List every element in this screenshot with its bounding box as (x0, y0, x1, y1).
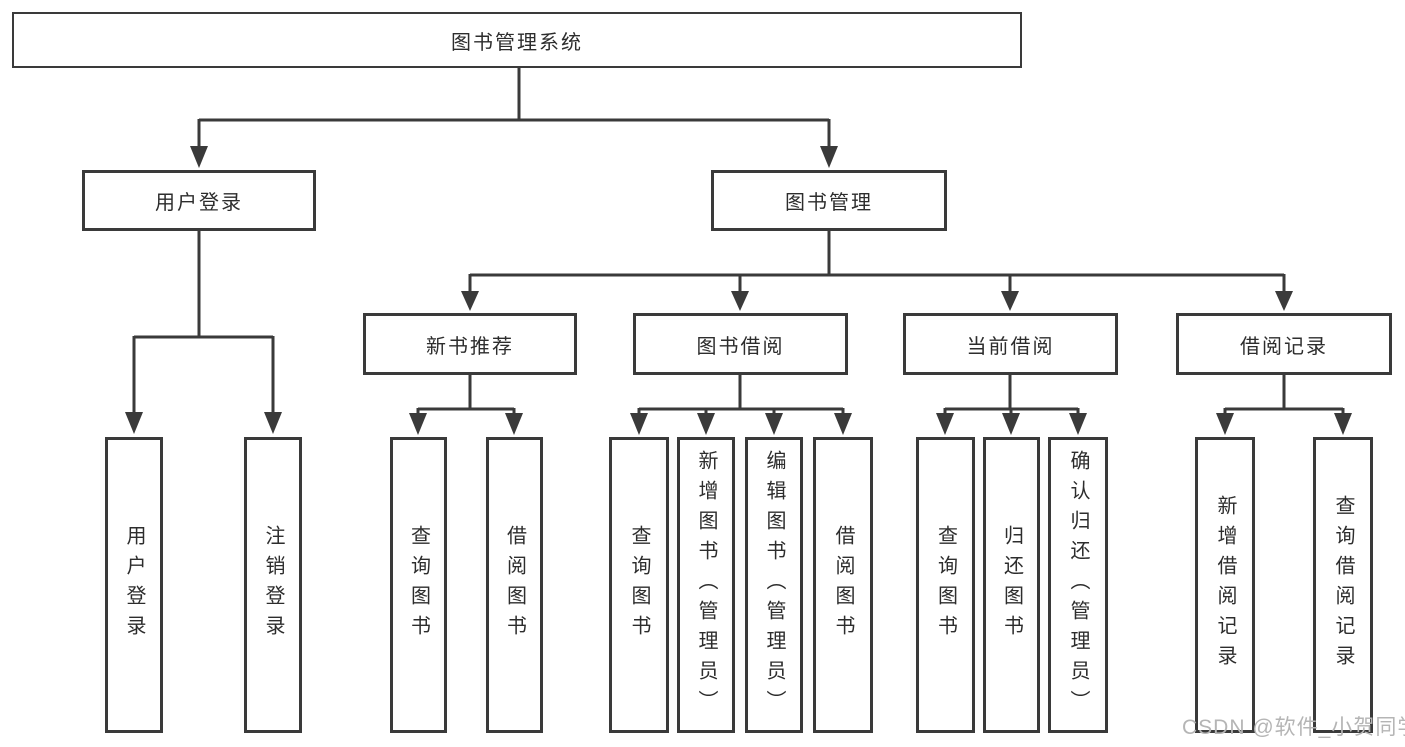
node-new-book-recommend: 新书推荐 (363, 313, 577, 375)
node-label: 查询借阅记录 (1332, 495, 1354, 675)
arrowhead (731, 291, 749, 311)
node-label: 用户登录 (155, 192, 243, 214)
connector-newbookrec-to-children (416, 375, 516, 415)
node-label: 新书推荐 (426, 335, 514, 358)
node-label: 用户登录 (123, 525, 145, 645)
node-user-login: 用户登录 (105, 437, 163, 733)
arrowhead (936, 413, 954, 435)
connector-bookmgmt-to-children (468, 231, 1286, 293)
arrowhead (1334, 413, 1352, 435)
node-logout: 注销登录 (244, 437, 302, 733)
arrowhead (1069, 413, 1087, 435)
arrowhead (1275, 291, 1293, 311)
node-library-management-system: 图书管理系统 (12, 12, 1022, 68)
node-borrowing-records: 借阅记录 (1176, 313, 1392, 375)
arrowhead (697, 413, 715, 435)
arrowhead (1001, 291, 1019, 311)
arrowhead (765, 413, 783, 435)
arrowhead (1216, 413, 1234, 435)
node-confirm-return-admin: 确认归还（管理员） (1048, 437, 1108, 733)
node-book-management: 图书管理 (711, 170, 947, 231)
connector-borrowrecord-to-children (1223, 375, 1345, 415)
connector-currentborrow-to-children (943, 375, 1080, 415)
arrowhead (190, 146, 208, 168)
node-add-book-admin: 新增图书（管理员） (677, 437, 735, 733)
node-label: 查询图书 (407, 525, 430, 645)
node-label: 确认归还（管理员） (1067, 450, 1089, 720)
node-label: 图书管理 (785, 192, 873, 214)
node-label: 借阅图书 (503, 525, 526, 645)
arrowhead (820, 146, 838, 168)
arrowhead (834, 413, 852, 435)
arrowhead (630, 413, 648, 435)
arrowhead (125, 412, 143, 434)
node-return-book: 归还图书 (983, 437, 1040, 733)
node-book-borrowing: 图书借阅 (633, 313, 848, 375)
node-label: 新增图书（管理员） (695, 450, 717, 720)
node-label: 借阅记录 (1240, 335, 1328, 358)
csdn-watermark: CSDN @软件_小贺同学 (1182, 716, 1405, 739)
node-label: 注销登录 (262, 525, 284, 645)
node-query-books-3: 查询图书 (916, 437, 975, 733)
node-label: 图书借阅 (696, 335, 785, 358)
arrowhead (264, 412, 282, 434)
node-edit-book-admin: 编辑图书（管理员） (745, 437, 803, 733)
node-label: 查询图书 (628, 525, 650, 645)
node-borrow-books-1: 借阅图书 (486, 437, 543, 733)
node-add-borrow-record: 新增借阅记录 (1195, 437, 1255, 733)
node-query-books-2: 查询图书 (609, 437, 669, 733)
arrowhead (505, 413, 523, 435)
connector-bookborrow-to-children (637, 375, 845, 415)
node-borrow-books-2: 借阅图书 (813, 437, 873, 733)
node-label: 借阅图书 (832, 525, 854, 645)
node-label: 归还图书 (1000, 525, 1023, 645)
node-current-borrowing: 当前借阅 (903, 313, 1118, 375)
connector-root-to-level2 (197, 68, 831, 148)
arrowhead (409, 413, 427, 435)
arrowhead (461, 291, 479, 311)
node-label: 查询图书 (934, 525, 957, 645)
connector-userlogin-to-children (132, 231, 275, 414)
node-label: 图书管理系统 (451, 31, 583, 54)
node-label: 新增借阅记录 (1214, 495, 1236, 675)
node-label: 当前借阅 (966, 335, 1055, 358)
node-query-borrow-record: 查询借阅记录 (1313, 437, 1373, 733)
node-user-login-group: 用户登录 (82, 170, 316, 231)
node-query-books-1: 查询图书 (390, 437, 447, 733)
node-label: 编辑图书（管理员） (763, 450, 785, 720)
arrowhead (1002, 413, 1020, 435)
